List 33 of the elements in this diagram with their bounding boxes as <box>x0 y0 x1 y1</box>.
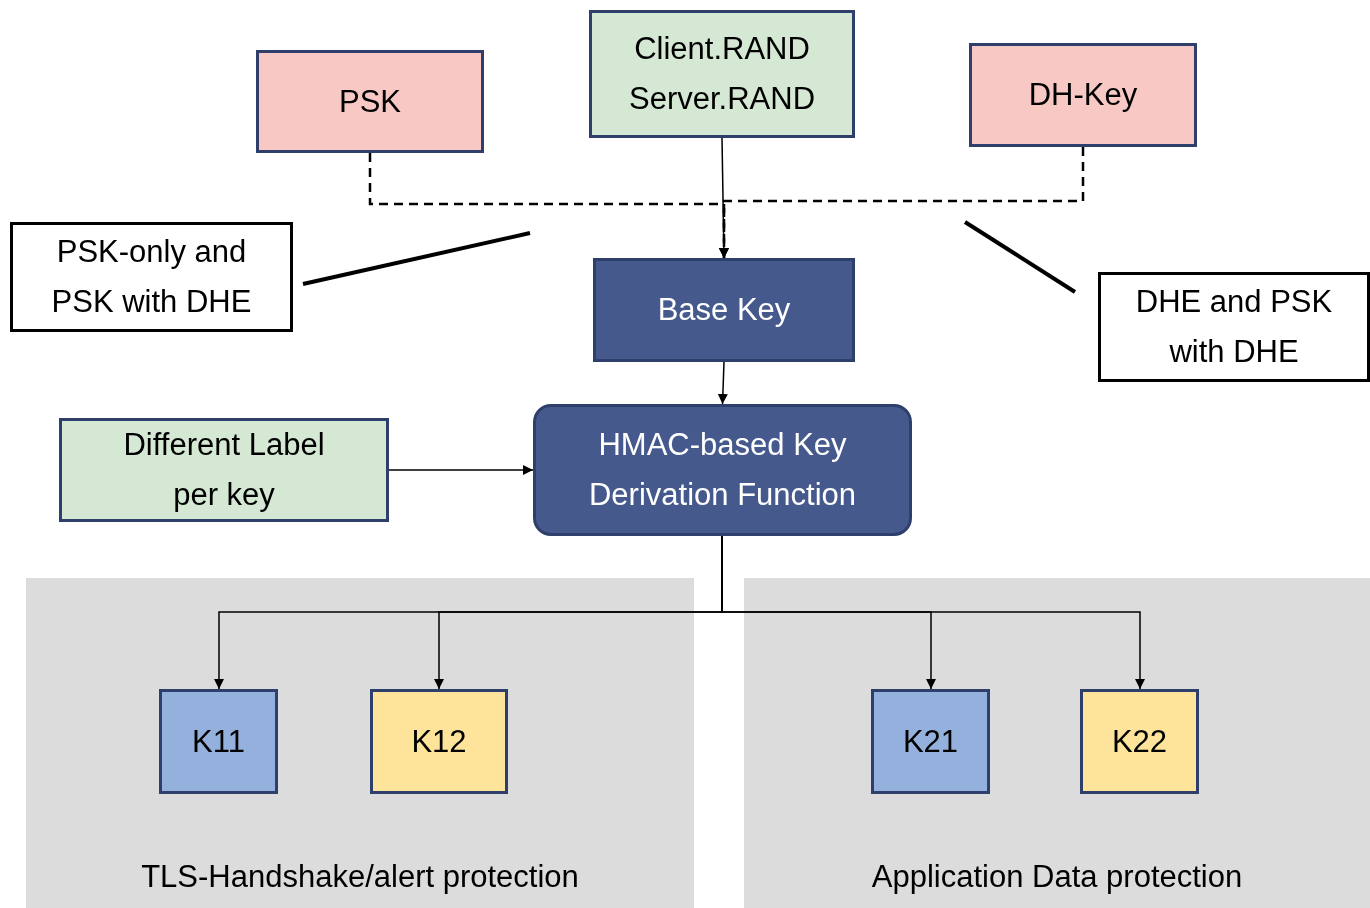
node-label: DH-Key <box>1028 76 1138 115</box>
key-box <box>871 689 990 794</box>
key-box <box>969 43 1197 147</box>
node-label: PSK <box>339 82 401 121</box>
node-label: PSK-only and PSK with DHE <box>50 233 253 321</box>
callout-box <box>10 222 293 332</box>
group-panel <box>744 578 1370 908</box>
key-box <box>593 258 855 362</box>
node-label: K22 <box>1111 722 1168 761</box>
process-box <box>533 404 912 536</box>
key-box <box>159 689 278 794</box>
arrow <box>388 465 534 475</box>
node-label: Different Label per key <box>122 426 326 514</box>
node-label: K12 <box>411 722 467 761</box>
node-label: K21 <box>902 722 959 761</box>
arrow <box>717 361 728 405</box>
key-box <box>1080 689 1199 794</box>
dashed-arrow <box>719 147 1085 258</box>
node-label: K11 <box>192 722 245 761</box>
leader-line <box>963 220 1077 294</box>
group-panel <box>26 578 694 908</box>
node-label: Base Key <box>657 291 791 330</box>
callout-box <box>1098 272 1370 382</box>
key-box <box>256 50 484 153</box>
group-label: Application Data protection <box>871 858 1243 897</box>
group-label: TLS-Handshake/alert protection <box>141 858 579 897</box>
key-box <box>589 10 855 138</box>
key-box <box>370 689 508 794</box>
node-label: HMAC-based Key Derivation Function <box>587 426 858 514</box>
leader-line <box>302 231 531 286</box>
key-box <box>59 418 389 522</box>
node-label: DHE and PSK with DHE <box>1134 283 1334 371</box>
node-label: Client.RAND Server.RAND <box>627 30 816 118</box>
